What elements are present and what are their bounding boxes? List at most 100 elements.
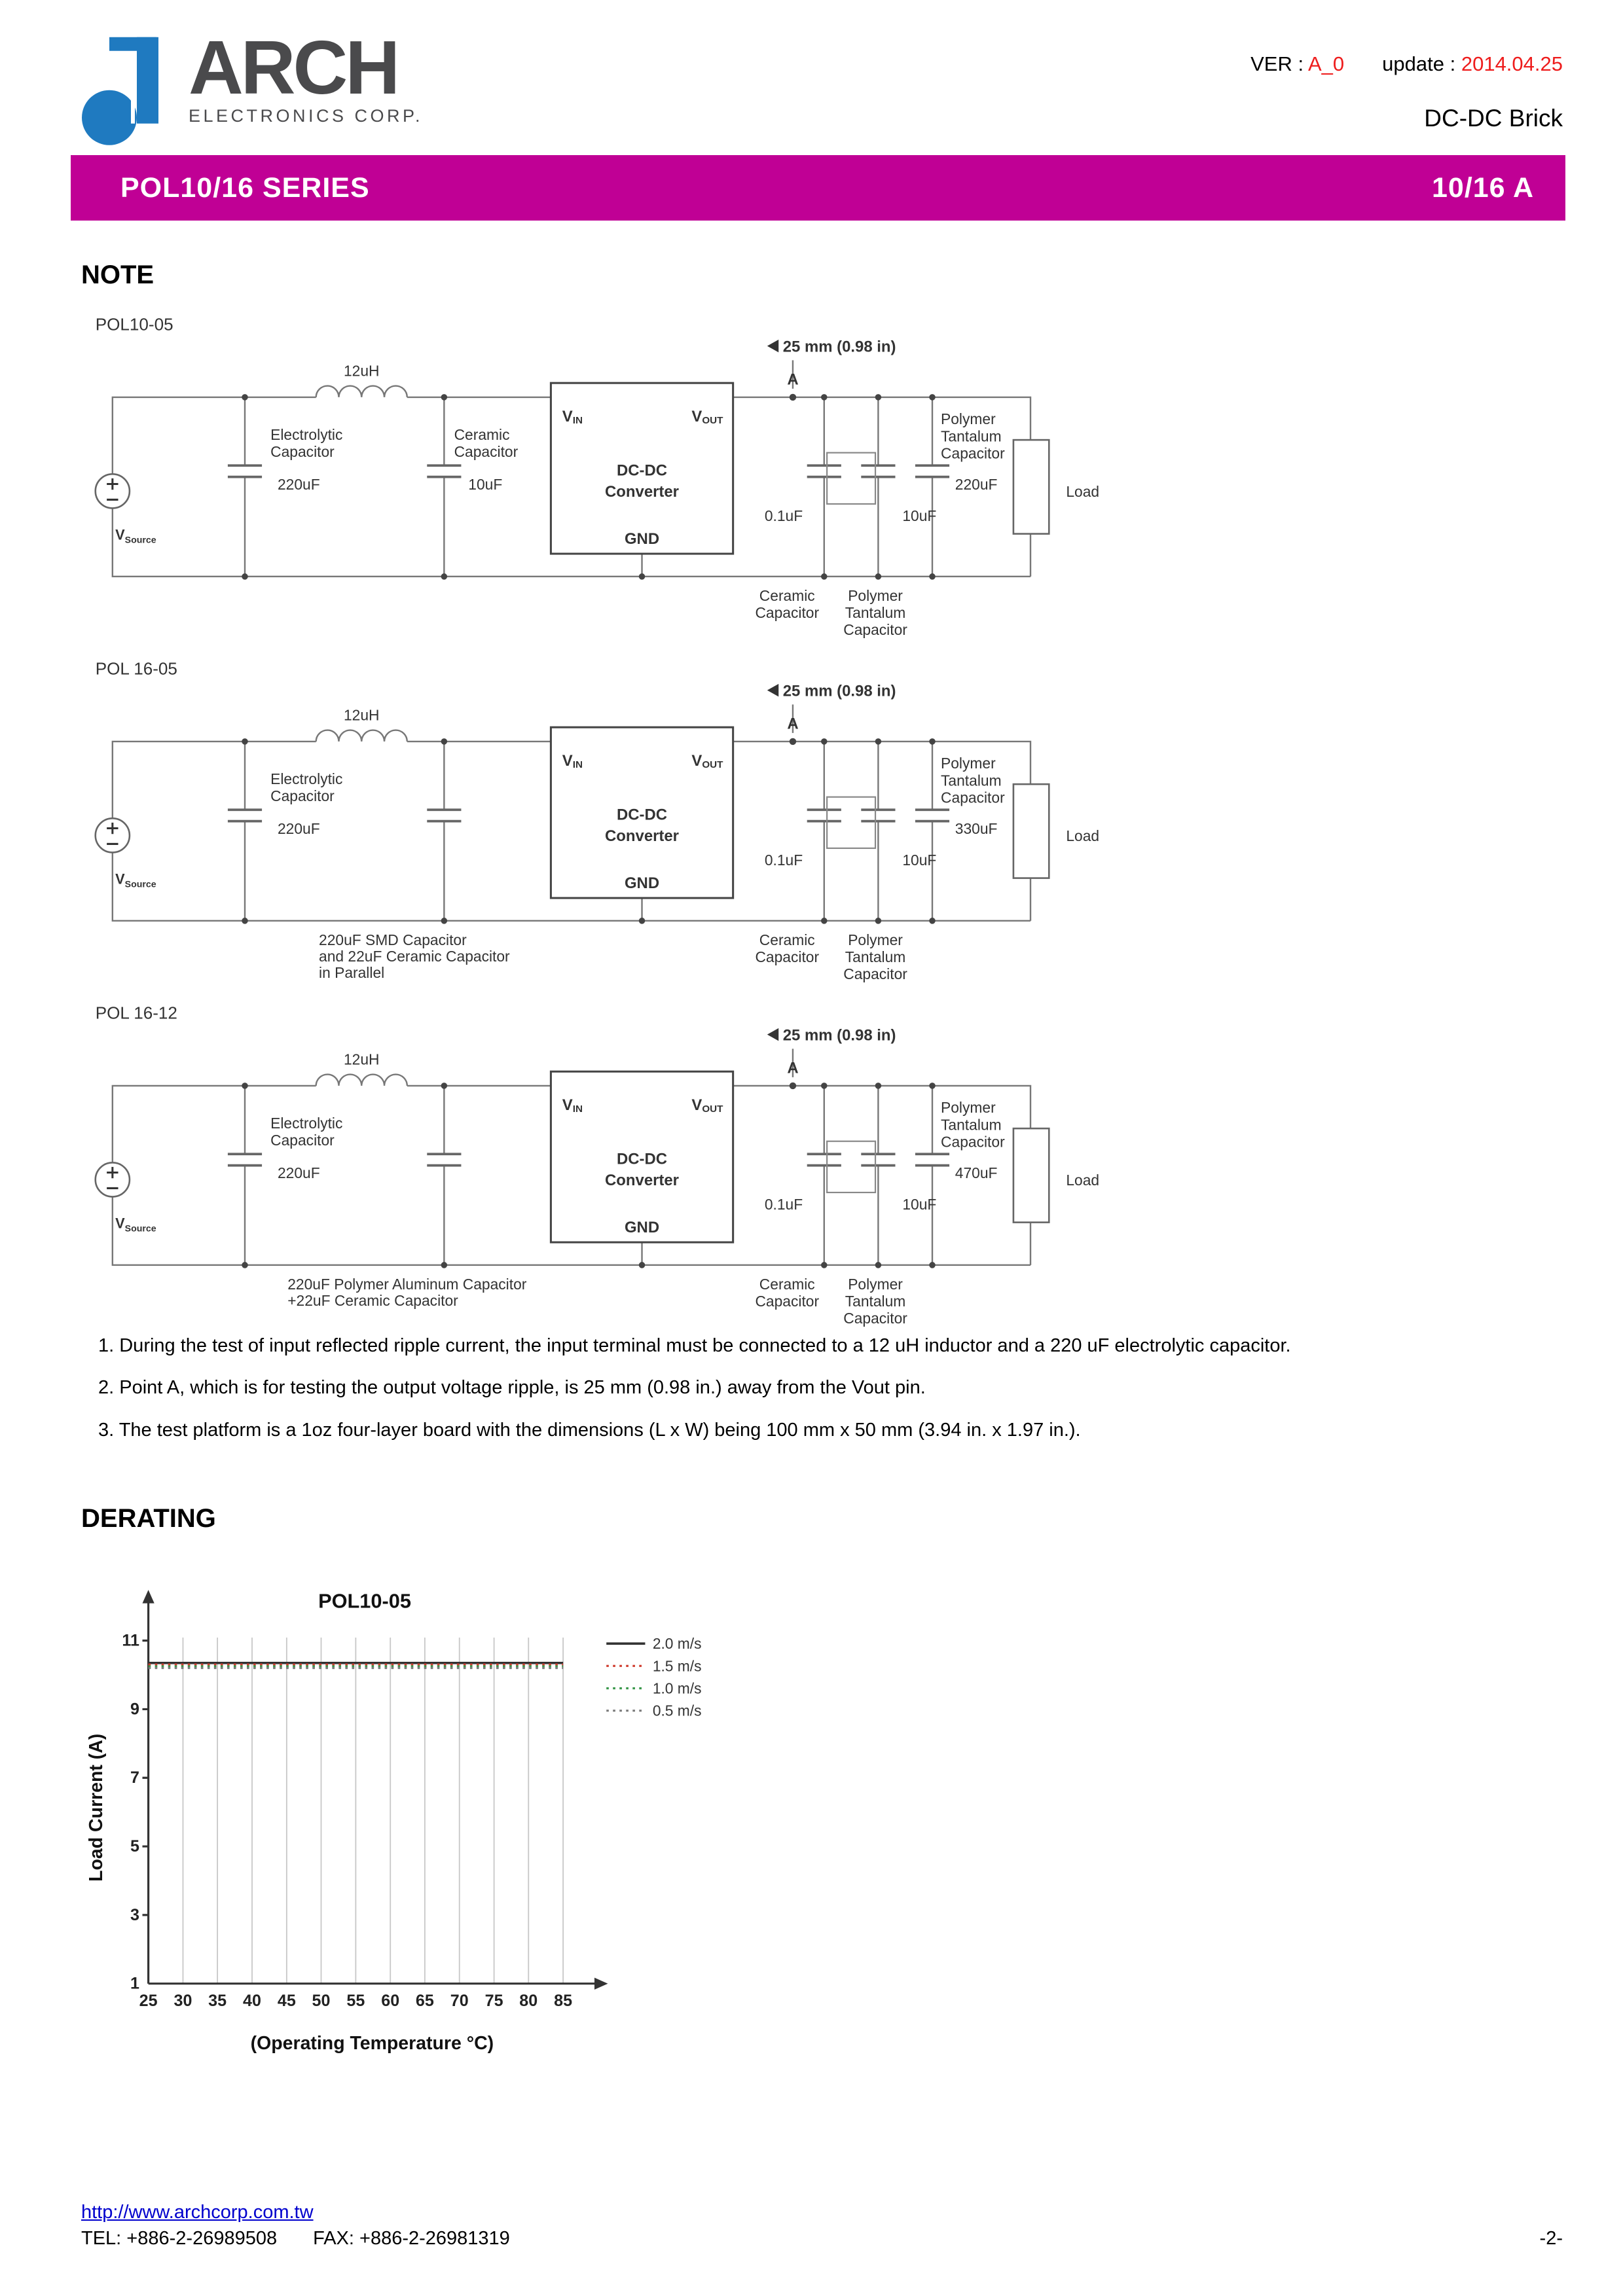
ver-label: VER : (1250, 52, 1304, 75)
tant-cap-label-3: Capacitor (941, 1133, 1005, 1150)
probe-loop (826, 1140, 877, 1194)
footer-contact: TEL: +886-2-26989508 FAX: +886-2-2698131… (81, 2228, 510, 2250)
svg-text:55: 55 (346, 1992, 365, 2010)
load-label: Load (1066, 827, 1099, 844)
input-cap-label-1: Electrolytic (270, 1115, 342, 1132)
out-cap1-value: 0.1uF (765, 507, 803, 524)
out-cap2-value: 10uF (902, 507, 936, 524)
voltage-source (94, 473, 131, 509)
load-box (1012, 783, 1050, 879)
out-cap2-label-1: Polymer (848, 931, 903, 948)
inductor-label: 12uH (344, 1050, 380, 1067)
version-group: VER : A_0 (1250, 52, 1344, 76)
arch-logo-icon (80, 34, 178, 149)
current-rating: 10/16 A (1431, 171, 1534, 204)
box-gnd: GND (625, 1219, 659, 1236)
capacitor-plates (227, 808, 950, 823)
chart-gridlines (147, 1638, 564, 1984)
capacitor-plates (227, 1153, 950, 1167)
out-cap2-label-3: Capacitor (843, 1310, 907, 1327)
junction-dots (242, 1082, 936, 1268)
vsource-label: VSource (115, 1215, 156, 1233)
series-banner: POL10/16 SERIES 10/16 A (71, 155, 1565, 221)
out-cap2-label-2: Tantalum (845, 1293, 906, 1310)
distance-arrow-icon (767, 339, 779, 353)
svg-text:60: 60 (381, 1992, 399, 2010)
out-cap1-label-1: Ceramic (759, 1276, 815, 1293)
svg-text:70: 70 (450, 1992, 469, 2010)
parallel-cap-note-1: 220uF SMD Capacitor (319, 931, 467, 948)
inductor-label: 12uH (344, 706, 380, 723)
note-item-3: 3. The test platform is a 1oz four-layer… (98, 1419, 1081, 1441)
distance-arrow-icon (767, 1028, 779, 1041)
vsource-label: VSource (115, 870, 156, 889)
svg-text:30: 30 (174, 1992, 192, 2010)
tant-cap-value: 330uF (955, 820, 998, 837)
load-box (1012, 439, 1050, 535)
load-box (1012, 1127, 1050, 1223)
box-title-2: Converter (605, 1172, 679, 1189)
voltage-source (94, 1162, 131, 1198)
footer-url: http://www.archcorp.com.tw (81, 2202, 314, 2223)
svg-text:25: 25 (139, 1992, 158, 2010)
mid-cap-label-1: Ceramic (454, 426, 510, 443)
distance-note: 25 mm (0.98 in) (783, 682, 896, 700)
tel-text: TEL: +886-2-26989508 (81, 2228, 278, 2249)
x-axis-label: (Operating Temperature °C) (251, 2033, 494, 2054)
pin-vout: VOUT (691, 752, 723, 770)
tant-cap-value: 220uF (955, 476, 998, 493)
svg-text:3: 3 (130, 1906, 139, 1924)
product-family: DC-DC Brick (1424, 105, 1563, 132)
box-title-2: Converter (605, 827, 679, 845)
input-cap-value: 220uF (278, 820, 320, 837)
svg-text:50: 50 (312, 1992, 331, 2010)
point-a-label: A (787, 715, 798, 732)
svg-text:35: 35 (208, 1992, 227, 2010)
parallel-cap-note-1: 220uF Polymer Aluminum Capacitor (287, 1276, 527, 1293)
tant-cap-label-1: Polymer (941, 1099, 996, 1116)
junction-dots (242, 393, 936, 580)
ver-value: A_0 (1308, 52, 1345, 75)
dcdc-converter-box (549, 382, 735, 555)
out-cap1-label-2: Capacitor (755, 1293, 819, 1310)
y-axis-arrow-icon (142, 1590, 155, 1604)
y-tick-labels: 11 9 7 5 3 1 (122, 1632, 139, 1993)
out-cap2-label-3: Capacitor (843, 621, 907, 638)
circuit-diagrams: POL10-05 12uH (81, 309, 1522, 1342)
page-number: -2- (1539, 2228, 1563, 2249)
point-a-label: A (787, 370, 798, 388)
parallel-cap-note-2: and 22uF Ceramic Capacitor (319, 948, 510, 965)
svg-text:85: 85 (554, 1992, 572, 2010)
svg-text:80: 80 (519, 1992, 538, 2010)
note-heading: NOTE (81, 260, 155, 289)
distance-note: 25 mm (0.98 in) (783, 338, 896, 355)
parallel-cap-note-3: in Parallel (319, 964, 384, 981)
probe-loop (826, 452, 877, 505)
logo-name: ARCH (189, 25, 400, 110)
tant-cap-label-3: Capacitor (941, 789, 1005, 806)
inductor-coil (315, 385, 409, 397)
dcdc-converter-box (549, 1070, 735, 1244)
chart-legend: 2.0 m/s 1.5 m/s 1.0 m/s 0.5 m/s (606, 1635, 701, 1719)
tant-cap-label-2: Tantalum (941, 1116, 1002, 1133)
out-cap1-label-2: Capacitor (755, 948, 819, 965)
update-group: update : 2014.04.25 (1382, 52, 1563, 76)
inductor-coil (315, 1073, 409, 1086)
series-title: POL10/16 SERIES (120, 171, 370, 204)
logo-text-block: ARCH ELECTRONICS CORP. (189, 25, 424, 126)
legend-label-1_5ms: 1.5 m/s (653, 1657, 702, 1674)
pin-vin: VIN (562, 1096, 583, 1115)
tant-cap-label-2: Tantalum (941, 427, 1002, 444)
chart-title: POL10-05 (318, 1589, 411, 1612)
out-cap2-label-2: Tantalum (845, 948, 906, 965)
logo-subtext: ELECTRONICS CORP. (189, 106, 424, 126)
derating-heading: DERATING (81, 1504, 216, 1533)
circuit-wires (111, 360, 1032, 578)
junction-dots (242, 738, 936, 924)
website-link[interactable]: http://www.archcorp.com.tw (81, 2202, 314, 2223)
company-logo: ARCH ELECTRONICS CORP. (80, 25, 424, 149)
note-list: 1. During the test of input reflected ri… (98, 1335, 1539, 1462)
load-label: Load (1066, 1172, 1099, 1189)
circuit-diagram-pol16-05: POL 16-05 12u (94, 659, 1099, 982)
out-cap2-value: 10uF (902, 852, 936, 869)
